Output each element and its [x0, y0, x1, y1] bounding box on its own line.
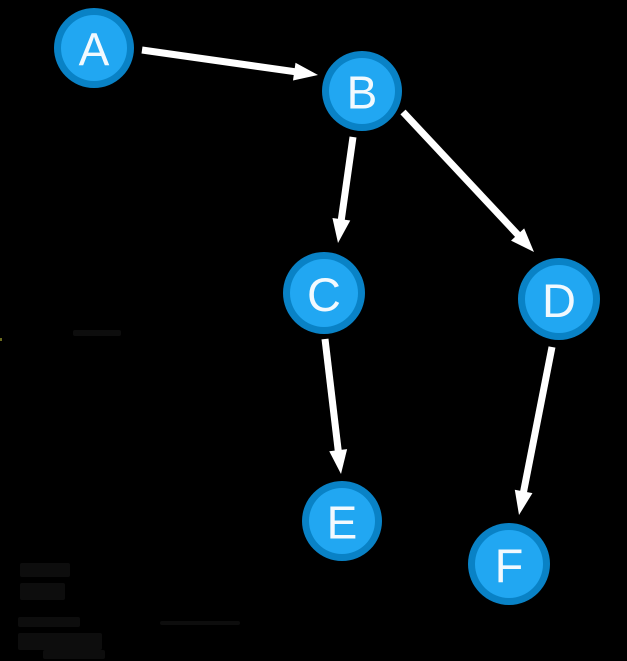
node-C-body: [290, 259, 358, 327]
node-B-body: [329, 58, 395, 124]
node-E[interactable]: E: [302, 481, 382, 561]
arrowhead-D-F: [514, 489, 533, 515]
node-C[interactable]: C: [283, 252, 365, 334]
edge-D-F: [514, 346, 556, 515]
arrowhead-A-B: [292, 62, 318, 81]
edge-D-F-line: [519, 346, 556, 498]
node-E-body: [309, 488, 375, 554]
node-F-body: [475, 530, 543, 598]
arrowhead-B-D: [511, 228, 534, 252]
node-A-body: [61, 15, 127, 81]
edge-B-C: [332, 136, 357, 243]
edge-C-E: [321, 338, 348, 474]
edge-C-E-line: [321, 338, 343, 456]
edge-B-C-line: [337, 136, 357, 225]
node-D-body: [525, 265, 593, 333]
node-A[interactable]: A: [54, 8, 134, 88]
edge-B-D: [400, 109, 534, 252]
node-B[interactable]: B: [322, 51, 402, 131]
edge-A-B: [141, 46, 318, 81]
arrowhead-C-E: [329, 449, 348, 474]
edge-A-B-line: [141, 46, 300, 76]
node-D[interactable]: D: [518, 258, 600, 340]
arrowhead-B-C: [332, 217, 351, 243]
edge-B-D-line: [400, 109, 524, 241]
node-F[interactable]: F: [468, 523, 550, 605]
